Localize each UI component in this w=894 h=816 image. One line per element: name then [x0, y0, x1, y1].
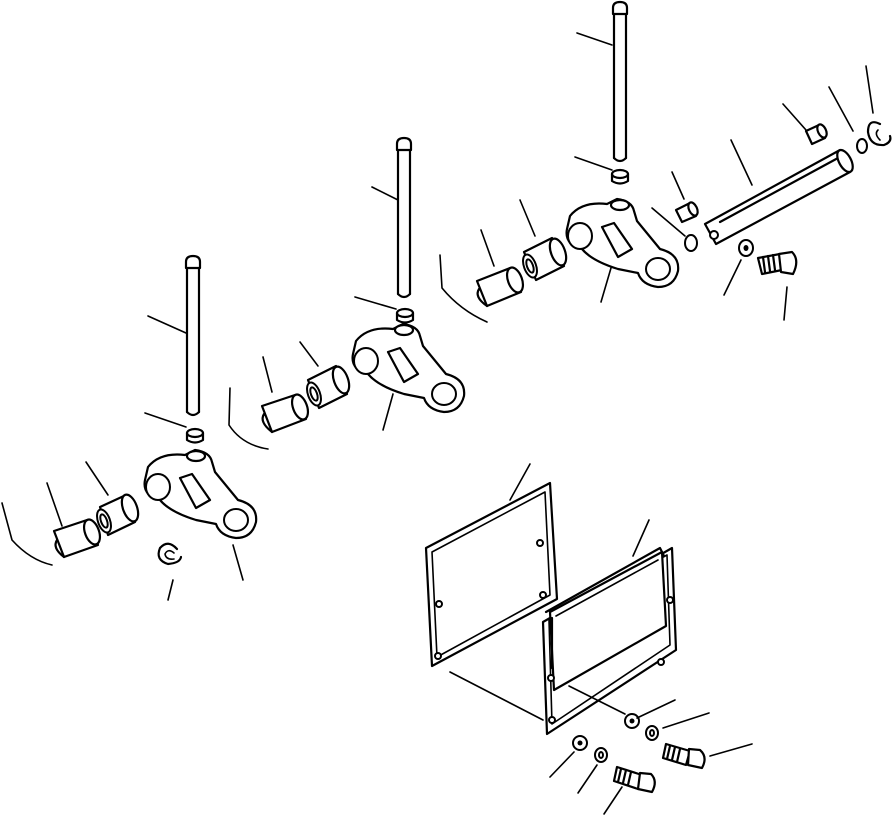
o-ring	[684, 234, 698, 252]
push-rod-cap-middle	[395, 307, 415, 324]
shaft-right	[475, 266, 525, 308]
cover-plate	[541, 546, 678, 736]
push-rod-middle	[395, 136, 413, 299]
lock-washer-bottom-2	[594, 747, 608, 763]
bolt-bottom-2	[612, 765, 656, 794]
washer-bottom-1	[624, 713, 640, 729]
push-rod-cap-right	[610, 168, 630, 185]
bolt-right	[756, 250, 798, 276]
rocker-arm-left	[143, 448, 258, 540]
push-rod-left	[184, 254, 202, 417]
bolt-bottom-1	[661, 742, 706, 770]
lock-washer-bottom-1	[645, 725, 659, 741]
snap-ring-left	[157, 542, 183, 566]
pin-small	[674, 201, 699, 224]
push-rod-cap-left	[185, 427, 205, 444]
bushing-left	[96, 493, 140, 537]
bushing-right	[522, 236, 568, 282]
shaft-middle	[260, 393, 310, 434]
bushing-middle	[306, 364, 351, 410]
snap-ring-right	[866, 121, 892, 147]
pin-top	[804, 123, 828, 146]
rocker-arm-middle	[351, 322, 466, 414]
rocker-assembly-right	[475, 0, 892, 308]
shaft-left	[52, 518, 102, 559]
push-rod-right	[611, 0, 629, 163]
rocker-assembly-left	[52, 254, 258, 566]
rocker-assembly-middle	[260, 136, 466, 434]
leader-lines	[1, 32, 874, 815]
washer-bottom-2	[572, 735, 588, 751]
rocker-arm-right	[565, 197, 680, 289]
washer-right	[738, 239, 754, 257]
washer-rod-end	[856, 138, 868, 154]
gasket	[424, 481, 559, 668]
link-rod	[703, 148, 854, 246]
